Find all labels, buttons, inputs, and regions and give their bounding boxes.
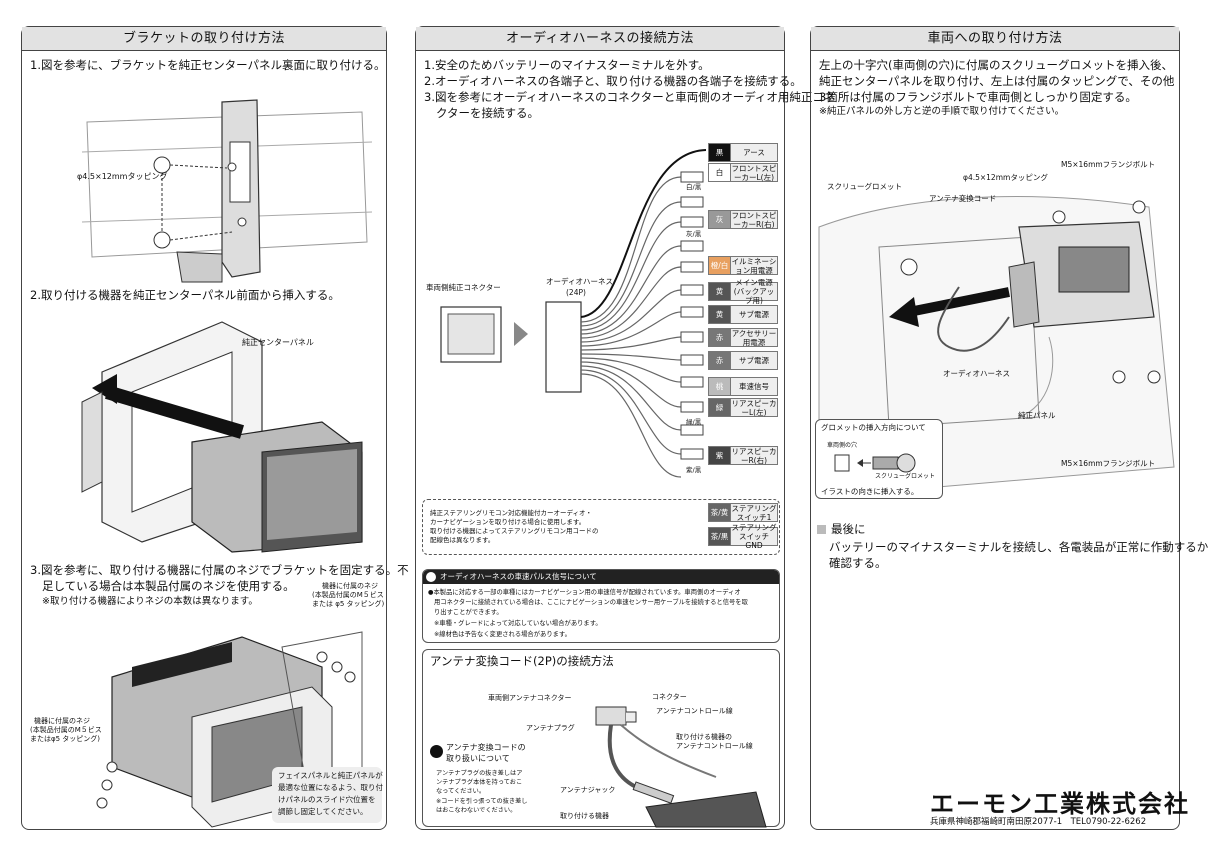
wire-color-swatch: 緑 [709,399,731,416]
vehicle-connector-drawing [440,306,528,363]
wire-color-swatch: 橙/白 [709,257,731,274]
bracket-step-3-note: ※取り付ける機器によりネジの本数は異なります。 [42,596,258,607]
wire-row: 灰フロントスピーカーR(右) [708,210,778,229]
tapping-label: φ4.5×12mmタッピング [77,172,168,181]
wire-label: ステアリングスイッチ1 [731,503,777,522]
wire-row: 赤サブ電源 [708,351,778,370]
wire-color-swatch: 紫 [709,447,731,464]
bracket-illustration-1 [81,99,373,283]
wire-color-swatch: 茶/黒 [709,528,731,545]
vehicle-panel: 車両への取り付け方法 左上の十字穴(車両側の穴)に付属のスクリューグロメットを挿… [810,26,1208,830]
screw-label-a1: 機器に付属のネジ [322,582,378,590]
grommet-inset-drawing [834,453,916,473]
wire-color-swatch: 白 [709,164,731,181]
screw-label-b3: またはφ5 タッピング) [30,735,101,743]
final-title: 最後に [831,522,866,536]
steering-box [422,499,780,555]
wire-color-swatch: 黄 [709,283,731,300]
vehicle-panel-title: 車両への取り付け方法 [811,27,1179,51]
wire-row: 茶/黄ステアリングスイッチ1 [708,503,778,522]
wire-label: 車速信号 [731,378,777,395]
wire-row: 桃車速信号 [708,377,778,396]
wire-row: 茶/黒ステアリングスイッチGND [708,523,778,550]
vehicle-connector-label: 車両側純正コネクター [426,283,501,292]
antenna-drawing [595,706,767,828]
bracket-step-3a: 3.図を参考に、取り付ける機器に付属のネジでブラケットを固定する。不 [30,563,409,577]
pulse-title-bar [423,570,779,584]
harness-label-2: (24P) [566,288,586,297]
wire-label: サブ電源 [731,352,777,369]
center-panel-label: 純正センターパネル [242,338,314,347]
pulse-title: オーディオハーネスの車速パルス信号について [440,572,597,581]
wire-secondary-color: 白/黒 [686,183,702,191]
antenna-title: アンテナ変換コード(2P)の接続方法 [430,654,614,668]
harness-step-3a: 3.図を参考にオーディオハーネスのコネクターと車両側のオーディオ用純正コネ [424,90,836,104]
screw-label-b2: (本製品付属のM５ビス [30,726,102,734]
bracket-illustration-2 [81,321,363,553]
wire-label: サブ電源 [731,306,777,323]
bracket-panel-title: ブラケットの取り付け方法 [22,27,386,51]
square-bullet-icon [817,525,826,534]
wire-row: 白フロントスピーカーL(左) [708,163,778,182]
harness-wiring [545,149,707,478]
harness-step-3b: クターを接続する。 [436,106,540,120]
wire-color-swatch: 赤 [709,329,731,346]
bracket-step-2: 2.取り付ける機器を純正センターパネル前面から挿入する。 [30,288,340,302]
wire-row: 黒アース [708,143,778,162]
screw-label-a3: または φ5 タッピング) [312,600,385,608]
adjust-note: フェイスパネルと純正パネルが 最適な位置になるよう、取り付 けパネルのスライド穴… [272,767,383,823]
pulse-box [422,569,780,643]
wire-row: 紫リアスピーカーR(右) [708,446,778,465]
wire-color-swatch: 桃 [709,378,731,395]
antenna-box [422,649,780,827]
wire-label: イルミネーション用電源 [731,256,777,275]
harness-label-1: オーディオハーネス [546,277,613,286]
wire-label: フロントスピーカーR(右) [731,210,777,229]
wire-row: 黄サブ電源 [708,305,778,324]
harness-step-2: 2.オーディオハーネスの各端子と、取り付ける機器の各端子を接続する。 [424,74,802,88]
wire-row: 緑リアスピーカーL(左) [708,398,778,417]
bracket-step-3b: 足している場合は本製品付属のネジを使用する。 [42,579,295,593]
bracket-panel: ブラケットの取り付け方法 1.図を参考に、ブラケットを純正センターパネル裏面に取… [21,26,409,830]
wire-secondary-color: 緑/黒 [686,418,702,426]
screw-label-b1: 機器に付属のネジ [34,717,90,725]
harness-panel-title: オーディオハーネスの接続方法 [416,27,784,51]
wire-row: 黄メイン電源(バックアップ用) [708,278,778,305]
wire-color-swatch: 茶/黄 [709,504,731,521]
wire-color-swatch: 赤 [709,352,731,369]
wire-label: メイン電源(バックアップ用) [731,278,777,305]
harness-step-1: 1.安全のためバッテリーのマイナスターミナルを外す。 [424,58,710,72]
wire-label: リアスピーカーL(左) [731,398,777,417]
bracket-step-1: 1.図を参考に、ブラケットを純正センターパネル裏面に取り付ける。 [30,58,386,72]
wire-label: フロントスピーカーL(左) [731,163,777,182]
wire-row: 橙/白イルミネーション用電源 [708,256,778,275]
wire-row: 赤アクセサリー用電源 [708,328,778,347]
wire-secondary-color: 紫/黒 [686,466,702,474]
warning-icon [430,745,443,758]
wire-label: リアスピーカーR(右) [731,446,777,465]
wire-color-swatch: 黄 [709,306,731,323]
screw-label-a2: (本製品付属のM５ビス [312,591,384,599]
company-address: 兵庫県神崎郡福崎町南田原2077-1 TEL0790-22-6262 [930,817,1147,827]
wire-secondary-color: 灰/黒 [686,230,702,238]
info-icon [426,572,436,582]
harness-panel: オーディオハーネスの接続方法 1.安全のためバッテリーのマイナスターミナルを外す… [415,26,835,830]
wire-label: アクセサリー用電源 [731,328,777,347]
wire-color-swatch: 灰 [709,211,731,228]
wire-label: アース [731,144,777,161]
wire-color-swatch: 黒 [709,144,731,161]
company-name: エーモン工業株式会社 [930,790,1190,818]
